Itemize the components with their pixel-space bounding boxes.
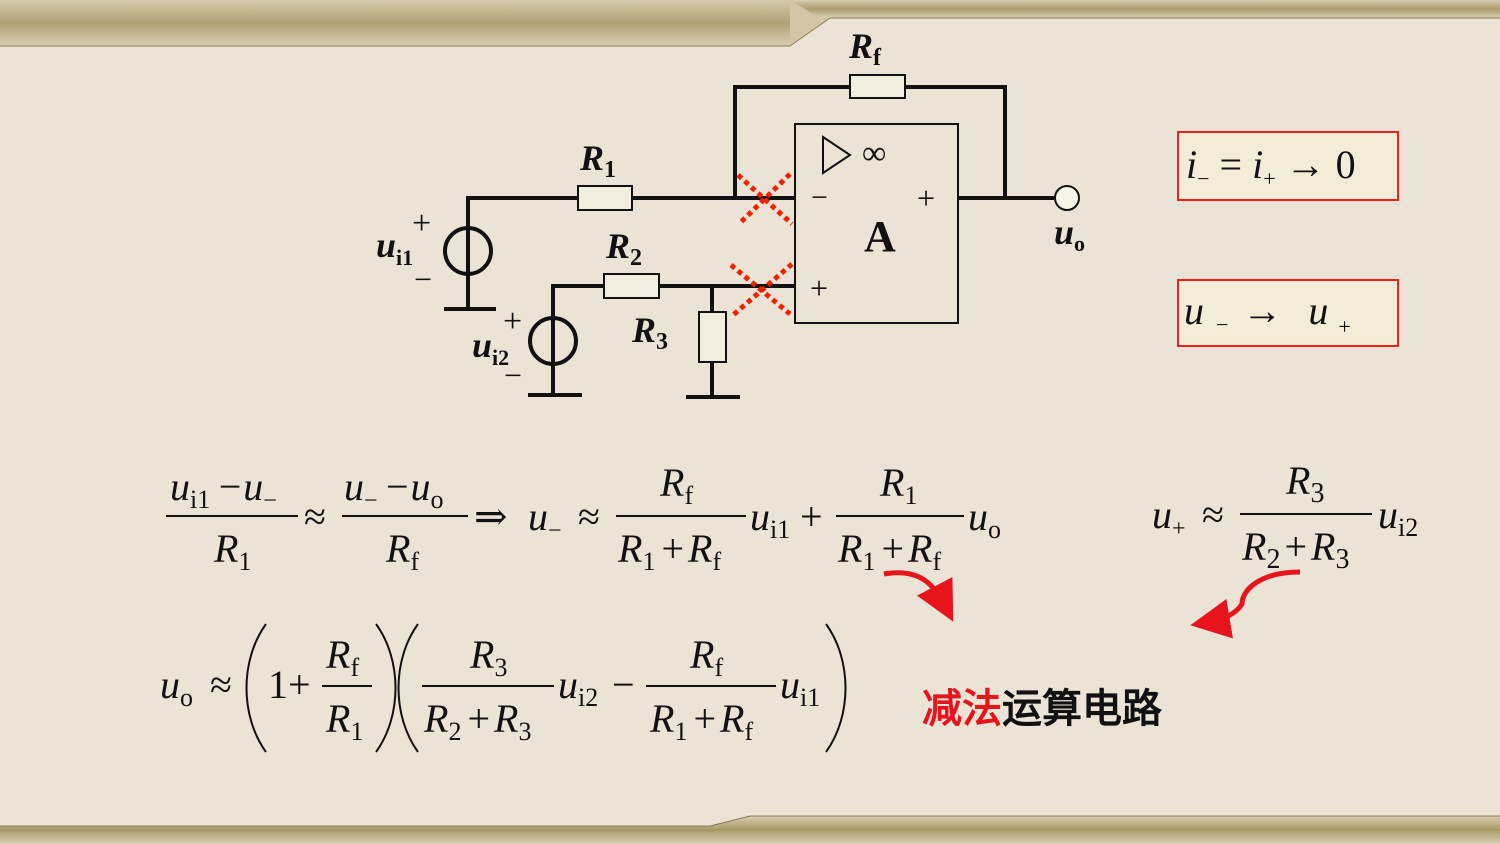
eq3-paren-left-1 (245, 623, 267, 753)
output-terminal (1054, 185, 1080, 211)
eq3-frac1-num: R3 (469, 632, 507, 682)
eq1-frac4-num: R1 (879, 460, 917, 510)
label-rf: Rf (848, 26, 882, 71)
circuit-diagram (444, 85, 1054, 399)
cross-minus-a (736, 173, 794, 226)
eq3-frac-den: R1 (325, 696, 363, 746)
eq1-approx2: ≈ (578, 494, 600, 539)
op-amp-triangle-icon (822, 135, 852, 175)
eq1-implies: ⇒ (474, 494, 508, 539)
eq3-term2: ui1 (780, 662, 820, 712)
eq1-frac3-num: Rf (659, 460, 693, 510)
eq1-term1: ui1 (750, 494, 790, 544)
eq1-term2: uo (968, 494, 1001, 544)
box-current: i−=i+→0 (1177, 131, 1399, 201)
eq2-lhs: u+ (1152, 492, 1186, 542)
eq3-paren-right-1 (375, 623, 397, 753)
circuit-title-black: 运算电路 (1002, 686, 1163, 732)
eq2-term: ui2 (1378, 492, 1418, 542)
resistor-r3 (698, 311, 727, 363)
eq1-frac3-den: R1+Rf (617, 526, 721, 576)
wire-feedback (733, 85, 850, 198)
circuit-title-red: 减法 (922, 686, 1002, 732)
label-r3: R3 (631, 310, 668, 355)
wire-r2 (551, 284, 604, 318)
eq3-lhs: uo (160, 662, 193, 712)
eq2-approx: ≈ (1202, 492, 1224, 537)
red-arrow-left (1190, 569, 1301, 639)
cross-marks (729, 172, 794, 318)
cross-plus-b (730, 262, 794, 318)
src1-minus: − (414, 261, 432, 297)
src1-plus: + (412, 205, 431, 242)
eq3-approx: ≈ (210, 662, 232, 707)
eq3-minus: − (612, 662, 635, 707)
op-amp-infinity: ∞ (862, 135, 886, 172)
eq1-frac1-num: ui1−u− (170, 464, 277, 514)
op-amp-plus-output: + (917, 180, 935, 216)
eq1-approx1: ≈ (304, 494, 326, 539)
label-r2: R2 (605, 226, 642, 271)
source-ui1 (443, 226, 493, 276)
label-ui1: ui1 (376, 225, 413, 270)
op-amp-label: A (864, 212, 896, 261)
label-r1: R1 (579, 138, 616, 183)
eq1-frac4-den: R1+Rf (837, 526, 941, 576)
resistor-r1 (577, 185, 633, 211)
wire-r1 (466, 196, 578, 228)
op-amp-box (794, 123, 959, 324)
wire-feedback-right (905, 85, 1007, 198)
equation-2: u+ ≈ R3 R2+R3 ui2 (1152, 458, 1418, 575)
eq3-frac1-den: R2+R3 (423, 696, 531, 746)
resistor-r2 (603, 273, 660, 299)
eq3-frac-num: Rf (325, 632, 359, 682)
resistor-rf (849, 74, 906, 99)
eq3-frac2-den: R1+Rf (649, 696, 753, 746)
eq1-frac1-den: R1 (213, 526, 251, 576)
eq1-frac2-den: Rf (385, 526, 419, 576)
eq3-paren-left-2 (397, 623, 419, 753)
eq3-paren-right-2 (825, 623, 847, 753)
circuit-title: 减法运算电路 (922, 686, 1163, 732)
red-arrow-right (883, 570, 954, 622)
equation-1: ui1−u− R1 ≈ u−−uo Rf ⇒ u− ≈ Rf R1+Rf ui1… (166, 460, 1001, 576)
eq1-lhs: u− (528, 494, 562, 544)
eq3-frac2-num: Rf (689, 632, 723, 682)
label-uo: uo (1054, 212, 1085, 256)
label-ui2: ui2 (472, 325, 509, 370)
op-amp-minus: − (811, 181, 828, 214)
svg-text:i−=i+→0: i−=i+→0 (1186, 142, 1356, 191)
bottom-band (0, 815, 1500, 844)
cross-minus-b (738, 172, 792, 225)
box-voltage: u−→u+ (1177, 279, 1399, 347)
top-band (0, 0, 1500, 47)
eq1-plus: + (800, 494, 823, 539)
svg-text:u−→u+: u−→u+ (1184, 288, 1351, 339)
source-ui2 (528, 316, 578, 366)
eq1-frac2-num: u−−uo (344, 464, 444, 514)
src2-minus: − (504, 357, 522, 393)
equation-3: uo ≈ 1 + Rf R1 R3 R2+R3 ui2 − Rf R1+Rf u… (160, 623, 847, 753)
eq3-plus: + (288, 662, 311, 707)
eq2-num: R3 (1285, 458, 1324, 509)
eq3-one: 1 (268, 662, 288, 707)
eq2-den: R2+R3 (1241, 524, 1349, 575)
eq3-term1: ui2 (558, 662, 598, 712)
src2-plus: + (503, 303, 522, 340)
op-amp-plus-input: + (810, 270, 828, 306)
